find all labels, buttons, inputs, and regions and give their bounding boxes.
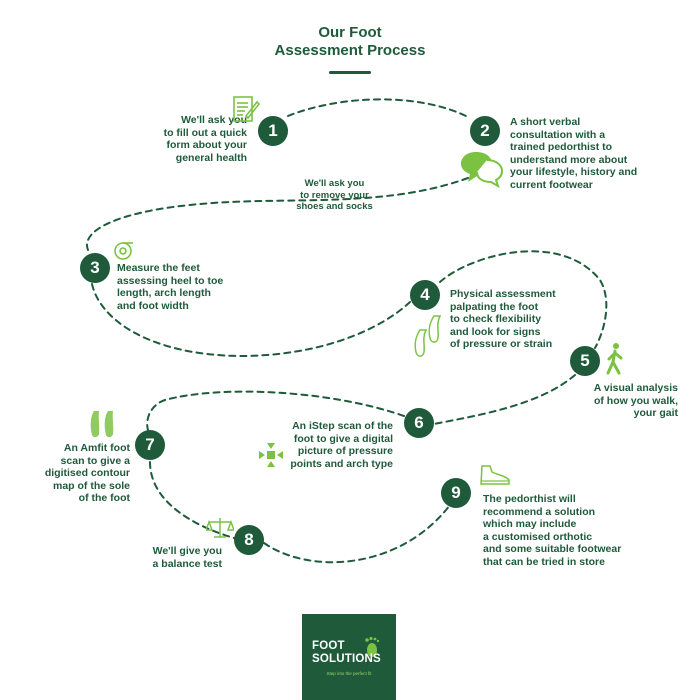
step-6-text: An iStep scan of the foot to give a digi… [290,420,393,470]
connector-1-2 [287,98,471,119]
step-2-badge: 2 [470,116,500,146]
logo-line-2: SOLUTIONS [312,653,381,665]
title-underline [329,71,371,74]
step-4-text: Physical assessment palpating the foot t… [450,288,556,350]
title-line-1: Our Foot [318,24,382,41]
step-9-badge: 9 [441,478,471,508]
connector-6-7 [146,390,405,431]
footprint-logo-icon [365,636,380,657]
footprints-icon [90,411,114,438]
connector-2-3 [86,177,469,251]
connector-3-4 [91,283,411,358]
step-6-badge: 6 [404,408,434,438]
step-5-badge: 5 [570,346,600,376]
step-7-text: An Amfit foot scan to give a digitised c… [44,442,130,504]
chat-icon [461,152,504,188]
step-1-badge: 1 [258,116,288,146]
logo-tagline: Step into the perfect fit [326,671,372,676]
note-remove-shoes: We'll ask you to remove your shoes and s… [296,178,373,212]
tape-measure-icon [114,242,133,260]
walking-person-icon [606,343,623,375]
scales-icon [206,518,234,538]
page-title: Our Foot Assessment Process [0,24,700,60]
step-3-text: Measure the feet assessing heel to toe l… [117,262,224,312]
step-5-text: A visual analysis of how you walk, your … [593,382,678,419]
step-9-text: The pedorthist will recommend a solution… [483,493,622,568]
logo-line-1: FOOT [312,640,345,652]
shoe-icon [480,465,510,485]
connector-5-6 [433,374,576,425]
connector-8-9 [263,504,451,564]
title-line-2: Assessment Process [274,42,426,59]
step-3-badge: 3 [80,253,110,283]
feet-outline-icon [414,315,442,357]
step-4-badge: 4 [410,280,440,310]
step-8-badge: 8 [234,525,264,555]
connector-4-5 [439,250,608,349]
foot-solutions-logo: FOOT SOLUTIONS Step into the perfect fit [302,614,396,700]
step-1-text: We'll ask you to fill out a quick form a… [163,114,247,164]
scan-arrows-icon [259,443,283,467]
step-2-text: A short verbal consultation with a train… [510,116,638,191]
form-icon [233,96,260,122]
step-8-text: We'll give you a balance test [152,545,222,570]
step-7-badge: 7 [135,430,165,460]
